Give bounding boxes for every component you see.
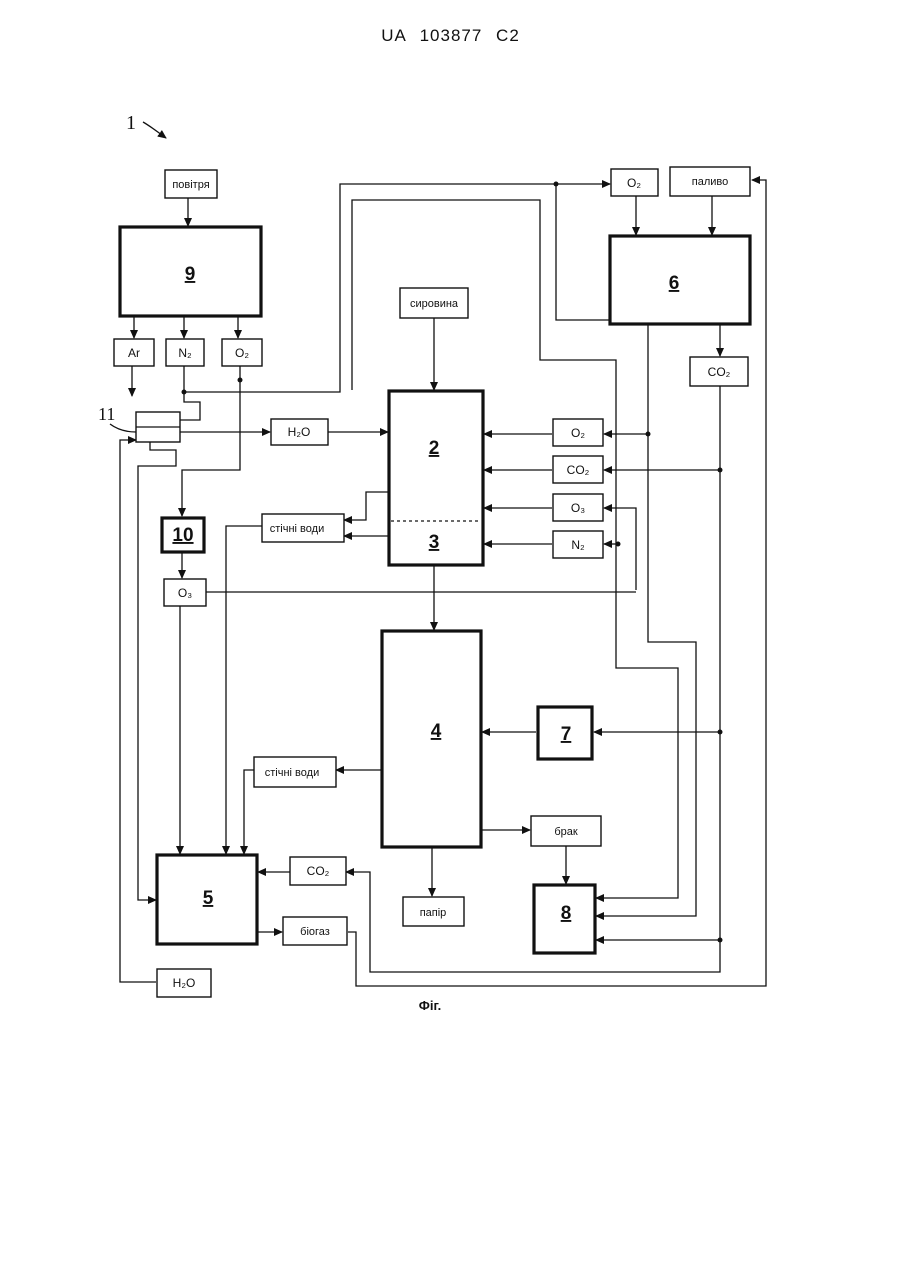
unit-6-number: 6 — [669, 273, 680, 294]
paper-label: папір — [420, 907, 447, 919]
argon-label: Ar — [128, 346, 140, 360]
side-nitrogen-label: N₂ — [571, 538, 585, 552]
unit-3-number: 3 — [429, 532, 440, 553]
unit-8-number: 8 — [561, 903, 572, 924]
ozone-10-label: O₃ — [178, 586, 192, 600]
unit-5-number: 5 — [203, 888, 214, 909]
co2-6-label: CO₂ — [708, 365, 731, 379]
water-out-label: H₂O — [173, 976, 196, 990]
unit-10-number: 10 — [172, 525, 193, 546]
side-ozone-label: O₃ — [571, 501, 585, 515]
raw-material-label: сировина — [410, 298, 459, 310]
fuel-label: паливо — [692, 176, 728, 188]
waste-water-2-label: стічні води — [265, 767, 319, 779]
side-co2-label: CO₂ — [567, 463, 590, 477]
co2-5-label: CO₂ — [307, 864, 330, 878]
unit-11-number: 11 — [98, 404, 115, 424]
unit-7-number: 7 — [561, 724, 572, 745]
unit-9-number: 9 — [185, 264, 196, 285]
oxygen-label: O₂ — [235, 346, 249, 360]
figure-ref-number: 1 — [126, 112, 136, 134]
side-oxygen-label: O₂ — [571, 426, 585, 440]
nitrogen-label: N₂ — [178, 346, 192, 360]
unit-2-number: 2 — [429, 438, 440, 459]
unit-6-box — [610, 236, 750, 324]
waste-water-1-label: стічні води — [270, 523, 324, 535]
oxygen-fuel-label: O₂ — [627, 176, 641, 190]
biogas-label: біогаз — [300, 926, 330, 938]
air-label: повітря — [172, 179, 209, 191]
figure-ref-arrow — [143, 122, 166, 138]
figure-caption: Фіг. — [419, 998, 441, 1013]
unit-4-number: 4 — [431, 721, 442, 742]
water-in-label: H₂O — [288, 425, 311, 439]
reject-label: брак — [554, 826, 578, 838]
